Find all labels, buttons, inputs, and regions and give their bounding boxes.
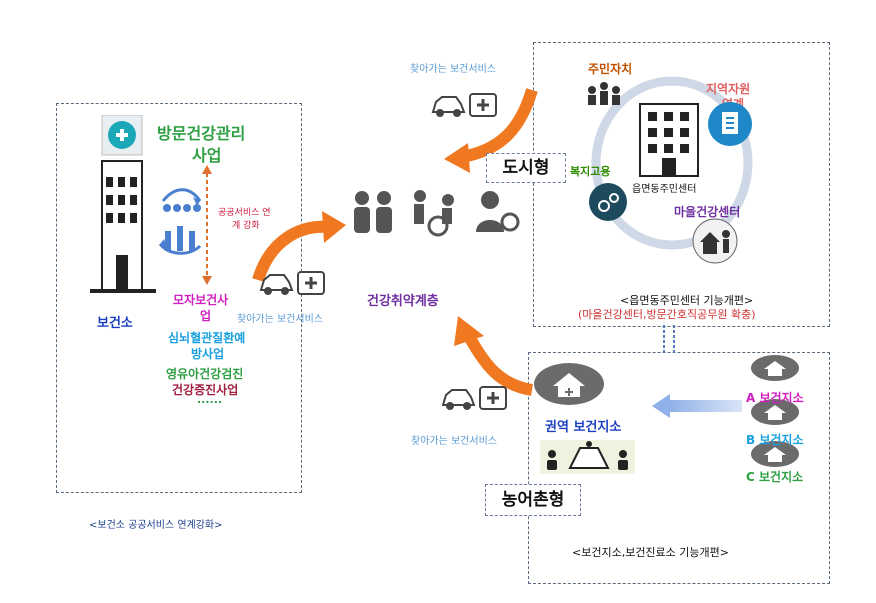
branch-b-label: B 보건지소 xyxy=(746,433,804,447)
welfare-employment-label: 복지고용 xyxy=(570,165,611,178)
local-resource-icon xyxy=(708,102,752,146)
local-resource-label: 지역자원 xyxy=(706,82,751,96)
branch-a-label: A 보건지소 xyxy=(746,391,804,405)
program-infant: 영유아건강검진 xyxy=(166,367,244,381)
people-group-icon xyxy=(588,82,620,105)
linkage-cycle-icon xyxy=(158,188,202,255)
link-arrow xyxy=(202,165,212,285)
arrow-rural-to-center xyxy=(454,316,534,396)
rural-caption: <보건지소,보건진료소 기능개편> xyxy=(572,546,729,559)
urban-panel xyxy=(533,42,830,327)
urban-caption: <읍면동주민센터 기능개편> xyxy=(620,294,754,307)
rural-type-label: 농어촌형 xyxy=(485,484,581,516)
program-maternal-2: 업 xyxy=(200,309,212,323)
link-note-2: 계 강화 xyxy=(232,221,260,231)
regional-branch-icon xyxy=(534,363,604,405)
home-visit-title-2: 사업 xyxy=(192,146,222,165)
branch-a-icon xyxy=(751,355,799,381)
visiting-service-top: 찾아가는 보건서비스 xyxy=(410,64,496,75)
vulnerable-group-label: 건강취약계층 xyxy=(367,294,439,309)
community-center-building-icon xyxy=(639,103,699,177)
arrow-left-to-center xyxy=(252,211,346,282)
left-caption: <보건소 공공서비스 연계강화> xyxy=(89,520,223,531)
program-cardio-2: 방사업 xyxy=(191,347,225,361)
program-ellipsis: ...... xyxy=(197,393,223,406)
community-center-label: 읍면동주민센터 xyxy=(632,184,697,195)
car-icon-bottom xyxy=(441,386,507,410)
car-icon-top xyxy=(431,93,497,117)
visiting-service-mid: 찾아가는 보건서비스 xyxy=(237,314,323,325)
panel-connector xyxy=(663,325,675,353)
program-cardio: 심뇌혈관질환예 xyxy=(168,331,246,345)
home-visit-title: 방문건강관리 xyxy=(157,124,246,143)
village-health-icon xyxy=(692,218,738,264)
link-note: 공공서비스 연 xyxy=(218,208,271,218)
visiting-service-bottom: 찾아가는 보건서비스 xyxy=(411,436,497,447)
welfare-gear-icon xyxy=(589,183,627,221)
arrow-branches-to-regional xyxy=(652,394,742,418)
urban-ring xyxy=(591,76,753,250)
program-promotion: 건강증진사업 xyxy=(172,383,239,397)
regional-branch-label: 권역 보건지소 xyxy=(545,420,622,435)
health-center-building-icon xyxy=(90,115,156,293)
health-center-label: 보건소 xyxy=(97,316,133,331)
arrow-urban-to-center xyxy=(444,88,538,173)
resident-autonomy-label: 주민자치 xyxy=(588,62,633,76)
vulnerable-people-icon xyxy=(354,190,520,237)
rural-panel xyxy=(528,352,830,584)
left-panel xyxy=(56,103,302,493)
urban-type-label: 도시형 xyxy=(486,153,566,183)
urban-caption-sub: (마을건강센터,방문간호직공무원 확충) xyxy=(578,308,756,321)
program-maternal: 모자보건사 xyxy=(173,293,229,307)
branch-b-icon xyxy=(751,399,799,425)
village-health-center-label: 마을건강센터 xyxy=(674,205,741,219)
branch-c-icon xyxy=(751,441,799,467)
meeting-icon xyxy=(540,440,635,474)
branch-c-label: C 보건지소 xyxy=(746,470,804,484)
car-icon-left xyxy=(259,271,325,295)
